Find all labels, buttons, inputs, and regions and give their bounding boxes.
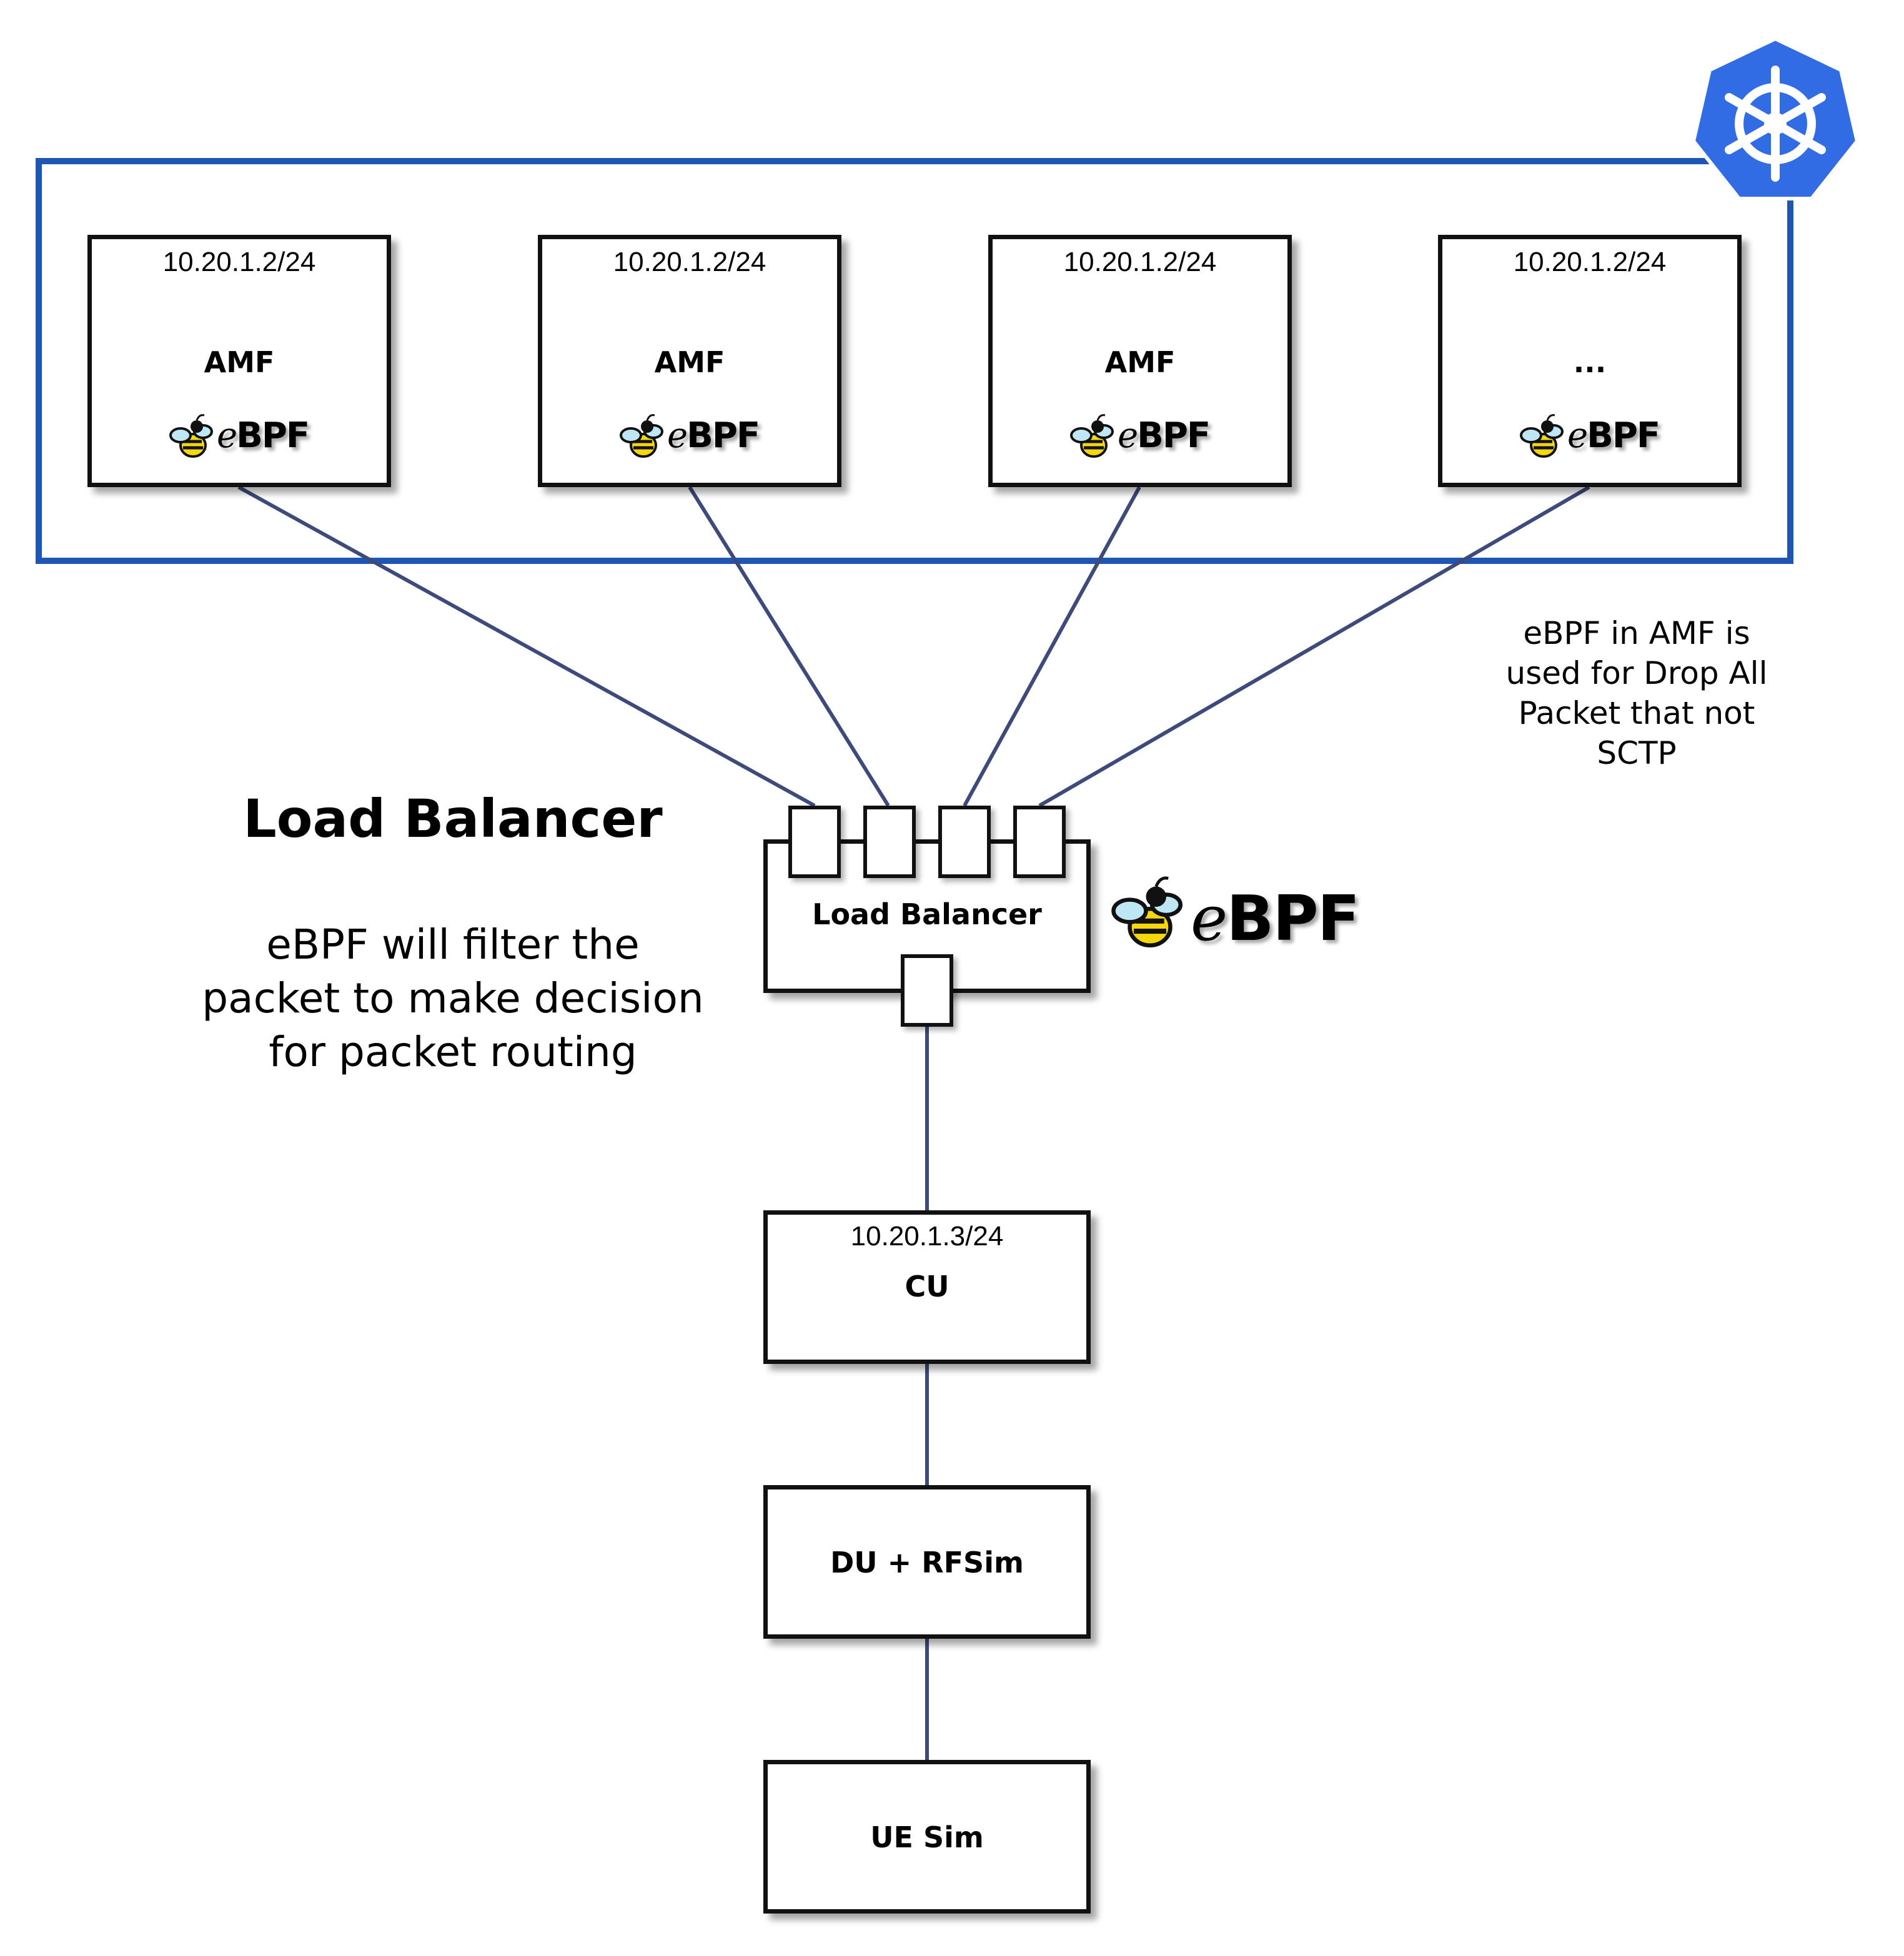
amf-node-name: AMF: [1104, 345, 1176, 379]
kubernetes-cluster-frame: [36, 158, 1793, 564]
amf-node-3: 10.20.1.2/24 AMF eBPF: [988, 235, 1292, 487]
lb-port-3: [938, 806, 991, 878]
cu-node-ip: 10.20.1.3/24: [850, 1221, 1004, 1252]
load-balancer-description-line: packet to make decision: [202, 974, 704, 1022]
amf-node-ip: 10.20.1.2/24: [613, 247, 766, 277]
ebpf-bee-icon: [1520, 414, 1564, 458]
ebpf-bee-icon: [1111, 876, 1183, 947]
link-amf3-lb: [963, 486, 1141, 807]
link-amf4-lb: [1038, 485, 1590, 808]
lb-port-2: [863, 806, 916, 878]
links: [237, 485, 1590, 1761]
kubernetes-helm-icon: [1691, 36, 1860, 200]
ebpf-bee-icon: [620, 414, 663, 458]
link-amf1-lb: [237, 485, 816, 808]
ebpf-bee-icon: [169, 414, 213, 458]
amf-ebpf-note: eBPF in AMF is used for Drop All Packet …: [1462, 613, 1812, 773]
ebpf-logo-text: eBPF: [1118, 415, 1211, 456]
amf-node-ip: 10.20.1.2/24: [1063, 247, 1217, 277]
ue-sim-node-name: UE Sim: [870, 1820, 984, 1854]
amf-node-ip: 10.20.1.2/24: [1513, 247, 1667, 277]
ebpf-logo-text: eBPF: [1191, 882, 1360, 955]
amf-node-ip: 10.20.1.2/24: [162, 247, 316, 277]
lb-port-downlink: [901, 954, 953, 1027]
load-balancer-box-label: Load Balancer: [812, 897, 1042, 931]
load-balancer-description-line: eBPF will filter the: [266, 921, 640, 969]
ebpf-logo-text: eBPF: [1567, 415, 1660, 456]
ue-sim-node: UE Sim: [763, 1760, 1091, 1914]
cu-node: 10.20.1.3/24 CU: [763, 1210, 1091, 1364]
lb-port-4: [1013, 806, 1066, 878]
amf-ebpf-note-line: used for Drop All: [1505, 655, 1768, 691]
amf-node-2: 10.20.1.2/24 AMF eBPF: [538, 235, 841, 487]
amf-node-name: AMF: [204, 345, 275, 379]
amf-ebpf-note-line: Packet that not: [1518, 695, 1755, 731]
amf-node-1: 10.20.1.2/24 AMF eBPF: [87, 235, 391, 487]
load-balancer-description-line: for packet routing: [269, 1028, 637, 1076]
ebpf-bee-icon: [1070, 414, 1114, 458]
amf-ebpf-note-line: SCTP: [1597, 735, 1677, 771]
amf-node-name: ...: [1573, 345, 1607, 379]
amf-ebpf-note-line: eBPF in AMF is: [1523, 615, 1750, 651]
ebpf-logo-text: eBPF: [667, 415, 760, 456]
cu-node-name: CU: [905, 1270, 950, 1303]
du-node: DU + RFSim: [763, 1485, 1091, 1639]
lb-port-1: [788, 806, 841, 878]
du-node-name: DU + RFSim: [830, 1546, 1024, 1579]
load-balancer-heading: Load Balancer: [243, 788, 663, 849]
ebpf-logo-text: eBPF: [217, 415, 310, 456]
link-amf2-lb: [688, 486, 890, 807]
amf-node-name: AMF: [654, 345, 725, 379]
load-balancer-description: eBPF will filter the packet to make deci…: [144, 918, 762, 1079]
amf-node-4: 10.20.1.2/24 ... eBPF: [1438, 235, 1742, 487]
